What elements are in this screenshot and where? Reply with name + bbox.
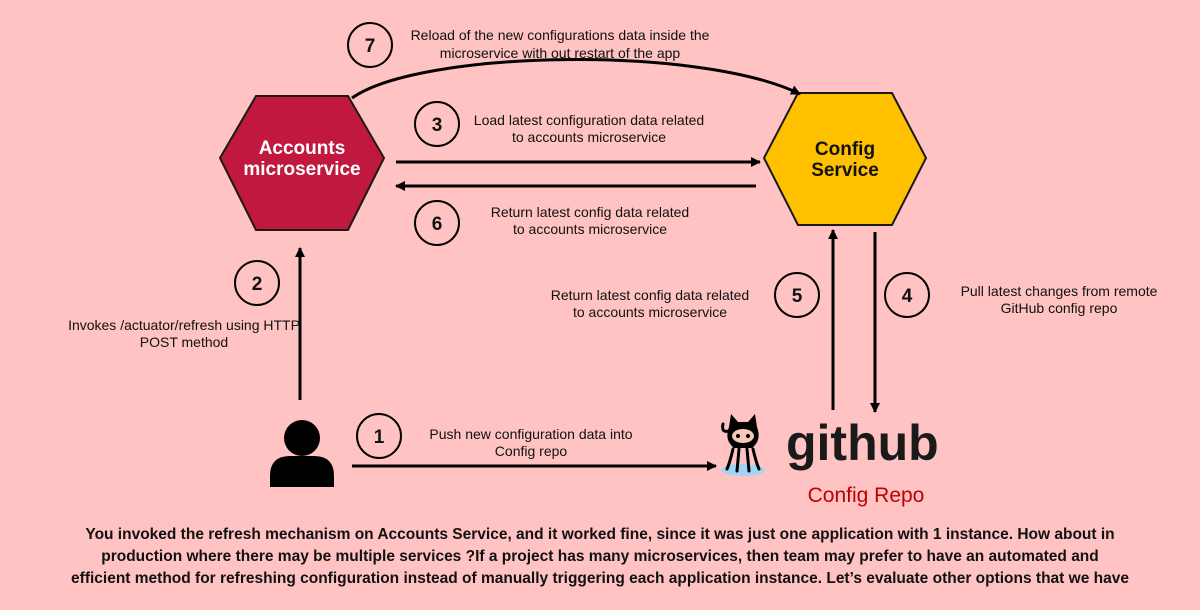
step-2-text-line1: Invokes /actuator/refresh using HTTP — [68, 317, 300, 333]
footer-line-3: efficient method for refreshing configur… — [71, 570, 1129, 587]
step-7-text-line1: Reload of the new configurations data in… — [411, 27, 710, 43]
github-wordmark: github — [786, 415, 939, 471]
step-4-text-line1: Pull latest changes from remote — [961, 283, 1158, 299]
step-2-badge: 2 — [234, 260, 280, 306]
step-6-badge: 6 — [414, 200, 460, 246]
step-7-number: 7 — [365, 36, 376, 57]
step-1-badge: 1 — [356, 413, 402, 459]
step-5-badge: 5 — [774, 272, 820, 318]
step-7-badge: 7 — [347, 22, 393, 68]
step-5-number: 5 — [792, 286, 803, 307]
step-1-text-line1: Push new configuration data into — [429, 426, 632, 442]
config-repo-label: Config Repo — [808, 484, 925, 507]
step-6-text-line2: to accounts microservice — [513, 221, 667, 237]
step-6-text-line1: Return latest config data related — [491, 204, 689, 220]
step-5-text-line2: to accounts microservice — [573, 304, 727, 320]
config-label-line2: Service — [811, 160, 879, 181]
step-1-number: 1 — [374, 427, 385, 448]
step-4-text-line2: GitHub config repo — [1001, 300, 1118, 316]
accounts-microservice-node: Accounts microservice — [218, 95, 386, 231]
person-icon — [270, 420, 334, 487]
step-4-badge: 4 — [884, 272, 930, 318]
step-2-number: 2 — [252, 274, 263, 295]
step-4-number: 4 — [902, 286, 913, 307]
footer-line-1: You invoked the refresh mechanism on Acc… — [85, 526, 1115, 543]
config-service-node: Config Service — [762, 92, 928, 226]
octocat-icon — [721, 414, 765, 476]
accounts-label-line2: microservice — [243, 159, 360, 180]
step-3-number: 3 — [432, 115, 443, 136]
arrow-step-7 — [351, 58, 801, 100]
step-3-text-line1: Load latest configuration data related — [474, 112, 704, 128]
step-1-text-line2: Config repo — [495, 443, 568, 459]
step-2-text-line2: POST method — [140, 334, 228, 350]
step-5-text-line1: Return latest config data related — [551, 287, 749, 303]
step-7-text-line2: microservice with out restart of the app — [440, 45, 681, 61]
footer-line-2: production where there may be multiple s… — [101, 548, 1099, 565]
step-3-badge: 3 — [414, 101, 460, 147]
config-label-line1: Config — [815, 139, 875, 160]
step-6-number: 6 — [432, 214, 443, 235]
step-3-text-line2: to accounts microservice — [512, 129, 666, 145]
footer-note: You invoked the refresh mechanism on Acc… — [40, 524, 1160, 590]
accounts-label-line1: Accounts — [259, 138, 346, 159]
